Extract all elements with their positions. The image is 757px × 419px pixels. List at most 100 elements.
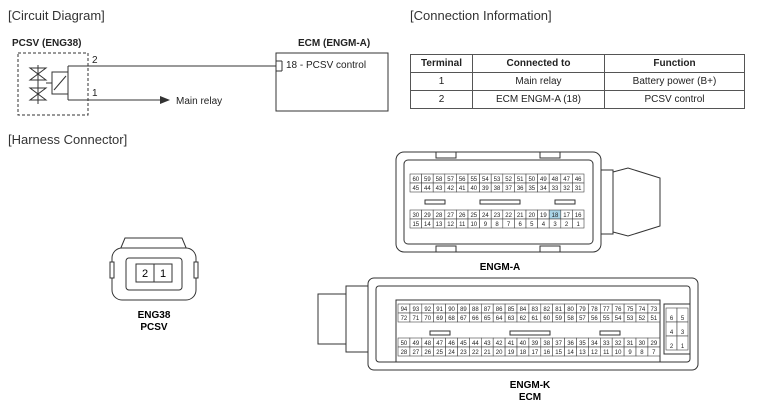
pin-number: 46 [448,341,455,347]
pin-number: 41 [459,186,466,192]
eng38-sub: PCSV [140,322,168,333]
pin-number: 40 [470,186,477,192]
pin-number: 9 [484,222,488,228]
eng38-name: ENG38 [138,310,171,321]
pin-number: 18 [552,213,559,219]
pin-number: 2 [565,222,569,228]
pin-number: 45 [460,341,467,347]
pin-number: 24 [448,350,455,356]
pin-number: 55 [603,316,610,322]
pin-number: 51 [517,177,524,183]
pin-number: 56 [459,177,466,183]
pin-number: 69 [436,316,443,322]
pin-number: 7 [507,222,511,228]
pcsv-box [17,52,89,116]
pin-number: 76 [615,307,622,313]
table-cell: 2 [410,90,473,109]
pin-number: 78 [591,307,598,313]
table-cell: 1 [410,72,473,91]
pin-number: 72 [401,316,408,322]
pin-number: 15 [555,350,562,356]
valve-icon [28,65,69,104]
table-cell: Battery power (B+) [604,72,745,91]
pin-number: 57 [579,316,586,322]
header-connected-to: Connected to [472,54,605,73]
pin-number: 67 [460,316,467,322]
pin-number: 22 [472,350,479,356]
pin-number: 59 [424,177,431,183]
pin-number: 23 [460,350,467,356]
pin-number: 35 [528,186,535,192]
pin-number: 80 [567,307,574,313]
table-cell: PCSV control [604,90,745,109]
ecm-box [275,52,389,112]
main-relay-label: Main relay [176,96,223,107]
pin-number: 29 [651,341,658,347]
pin-number: 49 [413,341,420,347]
pin-number: 5 [681,316,685,322]
pin-number: 58 [567,316,574,322]
harness-connector-heading: [Harness Connector] [8,132,128,147]
circuit-diagram-heading: [Circuit Diagram] [8,8,105,23]
pin-number: 39 [482,186,489,192]
pin-number: 17 [563,213,570,219]
pin-number: 7 [652,350,656,356]
pin-number: 37 [555,341,562,347]
header-function: Function [604,54,745,73]
pin-number: 53 [494,177,501,183]
ecm-label: ECM (ENGM-A) [298,38,371,49]
pin-number: 59 [555,316,562,322]
table-cell: Main relay [472,72,605,91]
ecm-pin-label: 18 - PCSV control [286,60,367,71]
pin-number: 19 [540,213,547,219]
pin-number: 16 [543,350,550,356]
pin-number: 61 [532,316,539,322]
pcsv-label: PCSV (ENG38) [12,38,82,49]
pin-number: 13 [436,222,443,228]
pin-number: 3 [553,222,557,228]
pin-number: 25 [470,213,477,219]
pin-number: 30 [639,341,646,347]
pin-number: 33 [552,186,559,192]
pin-number: 15 [412,222,419,228]
pin-number: 14 [567,350,574,356]
eng38-pin-1: 1 [160,268,166,280]
pin-number: 85 [508,307,515,313]
pin-number: 34 [540,186,547,192]
pin-number: 45 [412,186,419,192]
pin-number: 91 [436,307,443,313]
pin-number: 6 [670,316,674,322]
pin-number: 20 [496,350,503,356]
pin-number: 47 [436,341,443,347]
table-cell: ECM ENGM-A (18) [472,90,605,109]
pin-number: 20 [528,213,535,219]
pin-2-label: 2 [92,55,98,66]
pin-number: 9 [628,350,632,356]
pin-number: 77 [603,307,610,313]
pin-number: 12 [447,222,454,228]
pin-number: 41 [508,341,515,347]
pin-number: 36 [567,341,574,347]
table-row: 1 Main relay Battery power (B+) [410,72,745,91]
engm-k-sub: ECM [519,392,541,403]
pin-cell [647,312,661,323]
pin-number: 92 [424,307,431,313]
pin-number: 27 [447,213,454,219]
eng38-connector [109,237,199,301]
header-terminal: Terminal [410,54,473,73]
pin-number: 13 [579,350,586,356]
pin-number: 8 [495,222,499,228]
pin-number: 73 [651,307,658,313]
pin-number: 48 [424,341,431,347]
pin-number: 19 [508,350,515,356]
pin-number: 4 [542,222,546,228]
pin-number: 47 [563,177,570,183]
pin-number: 66 [472,316,479,322]
pin-number: 82 [543,307,550,313]
pin-number: 22 [505,213,512,219]
pin-number: 54 [615,316,622,322]
arrow-icon [160,96,170,104]
pin-number: 87 [484,307,491,313]
